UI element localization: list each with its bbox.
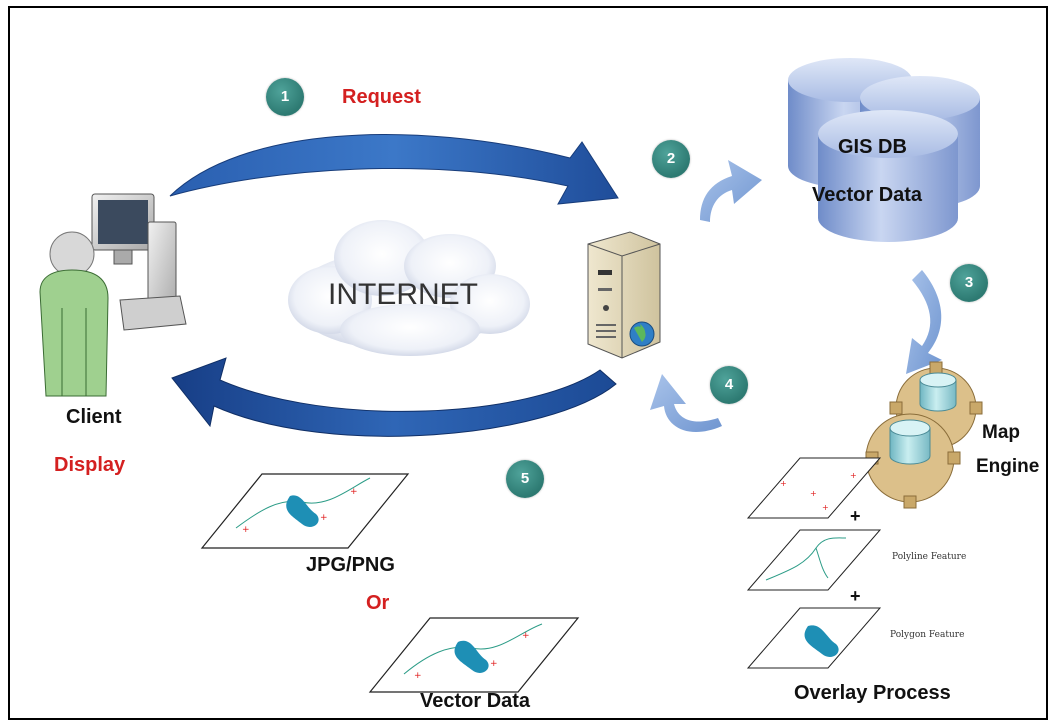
internet-cloud [288,220,530,356]
svg-text:+: + [490,659,498,669]
diagram-canvas: + + + + + + + + + + [39,58,983,693]
client-label: Client [66,406,122,428]
step-badge-3: 3 [950,264,988,302]
display-label: Display [54,454,126,476]
overlay-tile-points: + + + + [746,457,882,519]
output-vector-data-label: Vector Data [420,690,531,712]
svg-text:+: + [242,525,250,535]
gis-db-label: GIS DB [838,136,907,158]
svg-text:+: + [850,471,857,480]
polyline-feature-label: Polyline Feature [892,552,967,562]
step-badge-1: 1 [266,78,304,116]
internet-label: INTERNET [328,278,478,311]
request-label: Request [342,86,421,108]
map-engine-label-1: Map [982,422,1020,443]
polygon-feature-label: Polygon Feature [890,630,965,640]
overlay-tile-polygon [746,607,882,669]
svg-text:+: + [822,503,829,512]
svg-text:+: + [780,479,787,488]
vector-data-map-tile: + + + [368,617,580,693]
step4-arrow [650,374,722,433]
step-badge-2: 2 [652,140,690,178]
response-arrow [171,357,617,437]
jpg-png-label: JPG/PNG [306,554,395,576]
step3-arrow [906,270,942,374]
step2-arrow [700,160,762,222]
svg-text:+: + [414,671,422,681]
step-badge-5: 5 [506,460,544,498]
web-server-icon [587,231,661,359]
overlay-process-label: Overlay Process [794,682,951,704]
request-arrow [169,133,619,205]
or-label: Or [366,592,390,614]
svg-text:+: + [522,631,530,641]
db-vector-data-label: Vector Data [812,184,923,206]
svg-text:+: + [320,513,328,523]
client-computer-icon [91,193,187,331]
map-engine-icon [865,361,983,509]
gis-database-icon [788,58,980,242]
map-engine-label-2: Engine [976,456,1040,477]
svg-text:+: + [810,489,817,498]
jpg-png-map-tile: + + + [200,473,410,549]
overlay-tile-polyline [746,529,882,591]
svg-text:+: + [350,487,358,497]
overlay-plus-1: + [850,506,861,526]
client-person-icon [39,231,109,397]
step-badge-4: 4 [710,366,748,404]
overlay-plus-2: + [850,586,861,606]
diagram-frame: + + + + + + + + + + 1 [8,6,1048,720]
